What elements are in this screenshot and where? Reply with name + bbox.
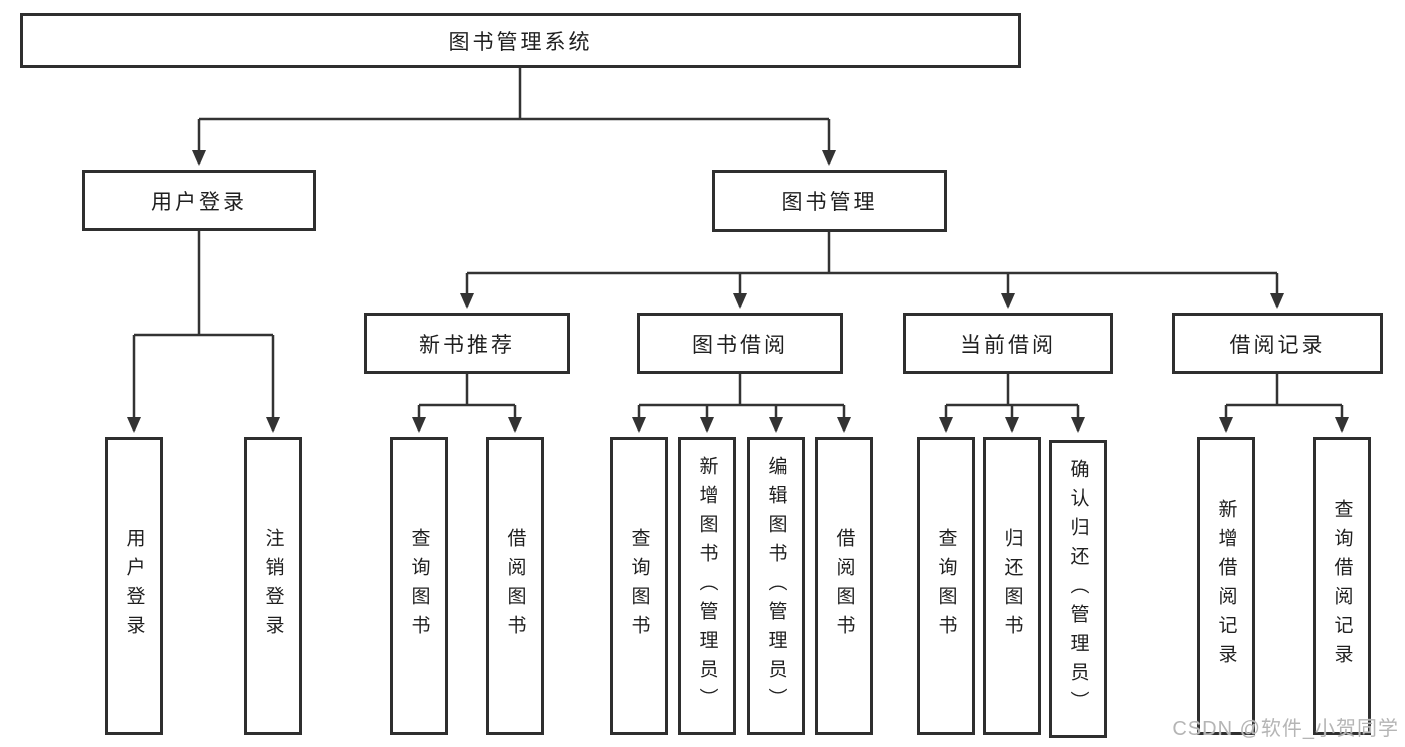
node-leaf-query-borrow-record: 查询借阅记录	[1313, 437, 1371, 735]
node-book-management-branch: 图书管理	[712, 170, 947, 232]
node-library-management-system: 图书管理系统	[20, 13, 1021, 68]
node-leaf-confirm-return-admin: 确认归还（管理员）	[1049, 440, 1107, 738]
node-leaf-add-borrow-record: 新增借阅记录	[1197, 437, 1255, 735]
node-leaf-borrow-books-recommend: 借阅图书	[486, 437, 544, 735]
csdn-watermark: CSDN @软件_小贺同学	[1172, 718, 1399, 740]
node-current-borrowing: 当前借阅	[903, 313, 1113, 374]
node-borrowing-records: 借阅记录	[1172, 313, 1383, 374]
node-leaf-query-books-current: 查询图书	[917, 437, 975, 735]
node-leaf-edit-books-admin: 编辑图书（管理员）	[747, 437, 805, 735]
node-user-login-branch: 用户登录	[82, 170, 316, 231]
node-leaf-query-books-borrow: 查询图书	[610, 437, 668, 735]
node-leaf-return-books: 归还图书	[983, 437, 1041, 735]
node-book-borrowing: 图书借阅	[637, 313, 843, 374]
node-leaf-add-books-admin: 新增图书（管理员）	[678, 437, 736, 735]
node-leaf-query-books-recommend: 查询图书	[390, 437, 448, 735]
node-leaf-logout: 注销登录	[244, 437, 302, 735]
node-new-book-recommendation: 新书推荐	[364, 313, 570, 374]
node-leaf-borrow-books: 借阅图书	[815, 437, 873, 735]
node-leaf-user-login: 用户登录	[105, 437, 163, 735]
